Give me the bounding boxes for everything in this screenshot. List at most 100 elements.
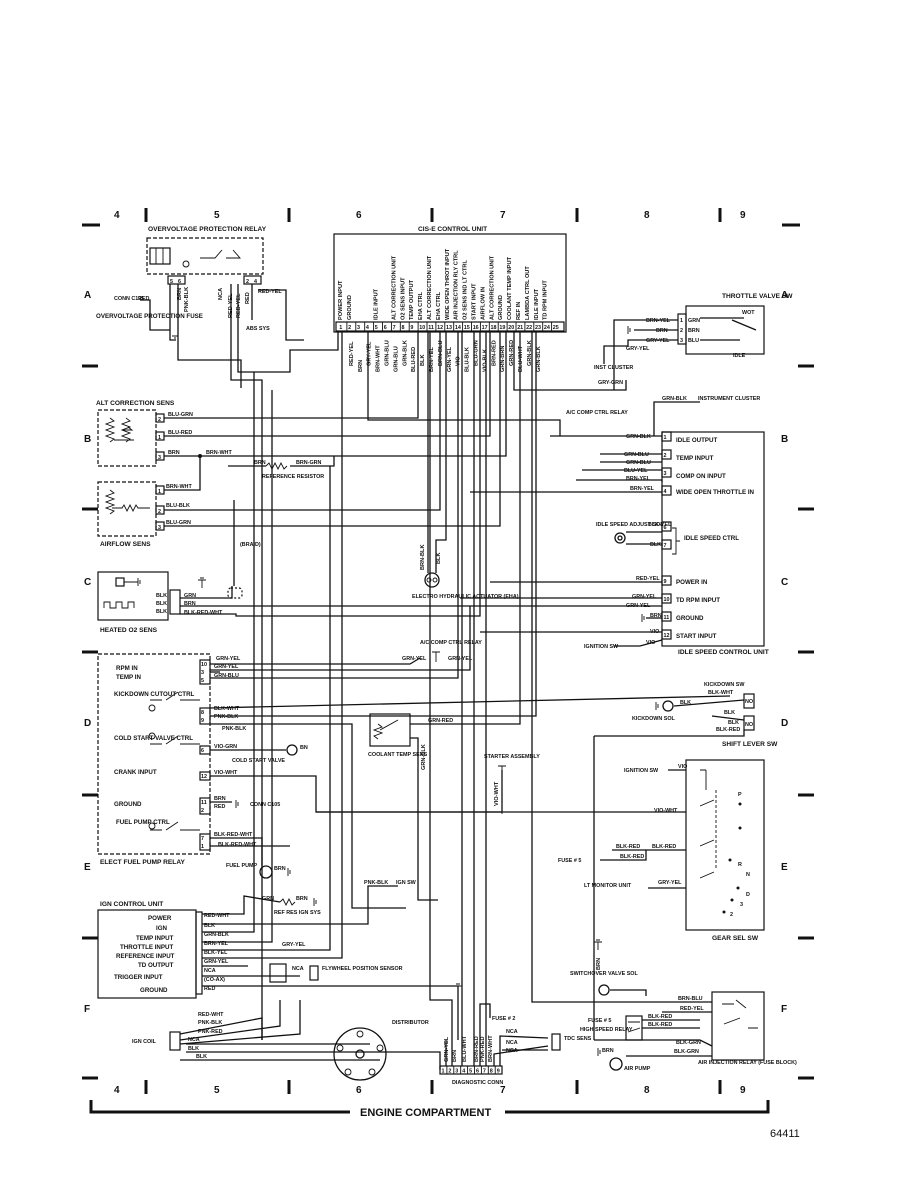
idle-unit-pin: 12 [664, 633, 670, 639]
svg-text:BRN-WHT: BRN-WHT [488, 1035, 494, 1062]
svg-text:BLU-GRN: BLU-GRN [166, 520, 191, 526]
svg-text:GROUND: GROUND [676, 615, 704, 622]
svg-text:BLK-RED: BLK-RED [620, 854, 644, 860]
svg-text:HIGH SPEED RELAY: HIGH SPEED RELAY [580, 1027, 633, 1033]
diagnostic-pin: 4 [462, 1069, 465, 1075]
overvoltage-title: OVERVOLTAGE PROTECTION RELAY [148, 226, 267, 233]
svg-text:GRN-BLK: GRN-BLK [204, 932, 229, 938]
svg-text:GRY-YEL: GRY-YEL [658, 880, 682, 886]
svg-text:KICKDOWN CUTOUT CTRL: KICKDOWN CUTOUT CTRL [114, 691, 195, 698]
control-unit-wire: GRN-BLK [527, 340, 533, 366]
zone-left-F: F [84, 1004, 90, 1015]
svg-text:COOLANT TEMP SENS: COOLANT TEMP SENS [368, 752, 428, 758]
svg-text:PNK-BLK: PNK-BLK [364, 880, 388, 886]
svg-text:NCA: NCA [204, 968, 216, 974]
svg-text:ELECT FUEL PUMP RELAY: ELECT FUEL PUMP RELAY [100, 859, 185, 866]
zone-right-C: C [781, 577, 788, 588]
svg-text:BLK-GRN: BLK-GRN [676, 1040, 701, 1046]
control-unit-pin: 3 [357, 325, 360, 331]
zone-right-F: F [781, 1004, 787, 1015]
fuel-relay-pin: 12 [201, 774, 207, 780]
svg-text:GRN-RED: GRN-RED [428, 718, 453, 724]
svg-text:N: N [746, 872, 750, 878]
svg-text:5: 5 [170, 279, 173, 285]
overvoltage-relay: OVERVOLTAGE PROTECTION RELAY 5 6 2 4 CON… [96, 226, 339, 1040]
svg-text:RED-YEL: RED-YEL [236, 293, 242, 318]
svg-text:BRN: BRN [177, 288, 183, 300]
svg-text:GRY-YEL: GRY-YEL [646, 338, 670, 344]
svg-text:GRN-YEL: GRN-YEL [204, 959, 229, 965]
svg-text:BRN: BRN [168, 450, 180, 456]
svg-text:GRN-BLK: GRN-BLK [626, 434, 651, 440]
starter-assembly: STARTER ASSEMBLY VIO-WHT [484, 754, 540, 814]
svg-text:DISTRIBUTOR: DISTRIBUTOR [392, 1020, 429, 1026]
svg-text:BLK-RED: BLK-RED [652, 844, 676, 850]
svg-text:BLK: BLK [724, 710, 735, 716]
svg-text:1: 1 [158, 489, 161, 495]
control-unit-wire: BRN-BLU [438, 341, 444, 366]
control-unit-wire: BRN-YEL [429, 347, 435, 372]
svg-text:BLU-RED: BLU-RED [168, 430, 192, 436]
control-unit-function: ALT CORRECTION UNIT [489, 255, 495, 320]
control-unit-wire: BRN [358, 360, 364, 372]
svg-text:RED: RED [245, 292, 251, 304]
svg-text:INST CLUSTER: INST CLUSTER [594, 365, 633, 371]
control-unit-pin: 23 [535, 325, 541, 331]
svg-text:IDLE SPEED CTRL: IDLE SPEED CTRL [684, 535, 739, 542]
alt-correction-sensor: ALT CORRECTION SENS 2 1 3 BLU-GRN BLU-RE… [96, 332, 507, 486]
svg-text:IGNITION SW: IGNITION SW [584, 644, 619, 650]
svg-text:IDLE SPEED CONTROL UNIT: IDLE SPEED CONTROL UNIT [678, 649, 769, 656]
svg-text:CONN C105: CONN C105 [114, 296, 144, 302]
svg-text:PNK-BLK: PNK-BLK [184, 287, 190, 312]
control-unit-wire: GRN-BLK [536, 346, 542, 372]
svg-text:RED-WHT: RED-WHT [204, 913, 230, 919]
zone-top-8: 8 [644, 210, 650, 221]
svg-text:PNK-BLK: PNK-BLK [222, 726, 246, 732]
svg-text:GRN-BLU: GRN-BLU [624, 452, 649, 458]
zone-bottom-5: 5 [214, 1085, 220, 1096]
zone-left-A: A [84, 290, 91, 301]
svg-text:IGN: IGN [156, 925, 168, 932]
svg-text:BRN-YEL: BRN-YEL [630, 486, 655, 492]
svg-text:GRN: GRN [688, 318, 700, 324]
svg-text:RED: RED [204, 986, 215, 992]
svg-text:TEMP IN: TEMP IN [116, 674, 142, 681]
svg-text:THROTTLE VALVE SW: THROTTLE VALVE SW [722, 293, 793, 300]
svg-text:CONN C105: CONN C105 [250, 802, 280, 808]
svg-text:COLD START VALVE: COLD START VALVE [232, 758, 285, 764]
svg-text:FLYWHEEL POSITION SENSOR: FLYWHEEL POSITION SENSOR [322, 966, 403, 972]
svg-text:GRN-YEL: GRN-YEL [402, 656, 427, 662]
coolant-temp-sensor: GRN-RED GRN-BLK COOLANT TEMP SENS [368, 332, 521, 901]
fuel-relay-pin: 6 [201, 748, 204, 754]
svg-text:BLK: BLK [650, 542, 661, 548]
control-unit-function: GROUND [498, 295, 504, 320]
svg-text:2: 2 [158, 509, 161, 515]
control-unit-pin: 10 [419, 325, 425, 331]
svg-text:RED: RED [138, 296, 149, 302]
svg-text:BRN: BRN [296, 896, 308, 902]
high-speed-relay: FUSE # 5 HIGH SPEED RELAY BLK-RED BLK-RE… [580, 1014, 700, 1041]
airflow-sensor: 1 2 3 BRN-WHT BLU-BLK BLU-GRN AIRFLOW SE… [97, 332, 501, 586]
svg-text:NCA: NCA [292, 966, 304, 972]
svg-text:BLK: BLK [156, 601, 167, 607]
svg-text:R: R [738, 862, 742, 868]
svg-text:IGN CONTROL UNIT: IGN CONTROL UNIT [100, 901, 163, 908]
idle-unit-pin: 11 [664, 615, 670, 621]
svg-text:RED: RED [214, 804, 225, 810]
control-unit-function: IDLE INPUT [374, 288, 380, 320]
svg-text:REFERENCE RESISTOR: REFERENCE RESISTOR [262, 474, 324, 480]
svg-text:BLK: BLK [436, 553, 442, 565]
control-unit-function: TD RPM INPUT [543, 280, 549, 320]
zone-top-6: 6 [356, 210, 362, 221]
svg-text:RED-WHT: RED-WHT [198, 1012, 224, 1018]
svg-text:FUSE # 5: FUSE # 5 [558, 858, 581, 864]
diagnostic-pin: 9 [497, 1069, 500, 1075]
svg-text:1: 1 [158, 435, 161, 441]
control-unit-function: EHA CTRL [418, 291, 424, 320]
svg-text:START INPUT: START INPUT [676, 633, 717, 640]
zone-top-7: 7 [500, 210, 506, 221]
zone-top-5: 5 [214, 210, 220, 221]
control-unit-pin: 15 [464, 325, 470, 331]
